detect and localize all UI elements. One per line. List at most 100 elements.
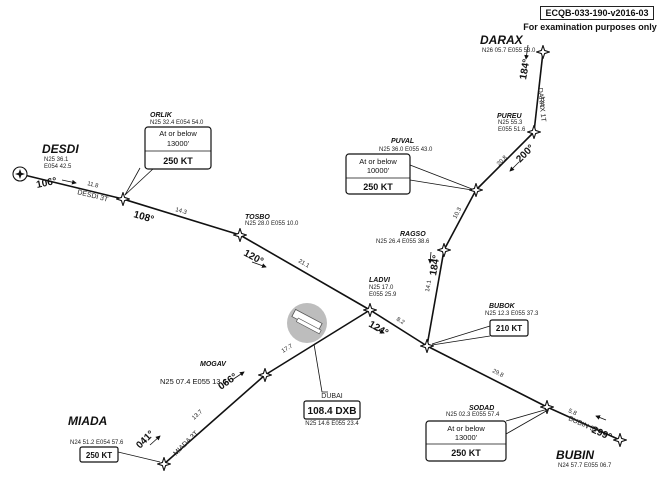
mogav-coord: N25 07.4 E055 13.6	[160, 377, 227, 386]
sodad-coord: N25 02.3 E055 57.4	[446, 412, 500, 418]
orlik-speed: 250 KT	[163, 156, 193, 166]
pureu-coord-2: E055 51.6	[498, 127, 526, 133]
dist-darax-pureu: 14.4	[540, 95, 547, 108]
constraint-miada: 250 KT	[79, 446, 161, 463]
bubin-name: BUBIN	[556, 448, 594, 462]
waypoint-ragso	[437, 243, 451, 257]
course-ladvi-bubok: 124°	[367, 319, 390, 339]
dist-desdi-orlik: 11.8	[87, 181, 100, 190]
course-pureu-puval: 200°	[514, 143, 536, 165]
route-puval-ragso	[443, 189, 477, 251]
course-ragso-bubok: 184°	[428, 254, 442, 276]
runway-icon-2	[295, 317, 322, 335]
course-desdi: 106°	[35, 176, 58, 191]
route-ragso-bubok	[426, 249, 445, 347]
dist-orlik-tosbo: 14.3	[174, 207, 188, 216]
route-sodad-bubin	[546, 406, 621, 441]
route-ladvi-bubok	[369, 309, 428, 347]
waypoint-tosbo	[233, 228, 247, 242]
proc-miada: MIADA 3T	[172, 429, 200, 457]
route-bubok-sodad	[426, 345, 548, 408]
miada-name: MIADA	[68, 414, 107, 428]
waypoint-bubok	[420, 339, 434, 353]
arrow-ladvi	[372, 327, 385, 334]
mogav-name: MOGAV	[200, 361, 227, 368]
ragso-coord: N25 26.4 E055 38.6	[376, 239, 430, 245]
course-darax-pureu: 184°	[518, 58, 532, 80]
course-mogav-ladvi: 066°	[216, 372, 239, 393]
waypoint-symbols	[116, 45, 627, 471]
waypoint-orlik	[116, 192, 130, 206]
bubok-name: BUBOK	[489, 303, 516, 310]
tosbo-coord: N25 28.0 E055 10.0	[245, 221, 299, 227]
arrow-desdi	[61, 179, 77, 185]
dist-mogav-ladvi: 17.7	[281, 343, 295, 355]
constraint-orlik: At or below 13000' 250 KT	[124, 126, 212, 196]
arrow-bubin	[595, 415, 607, 421]
course-tosbo-ladvi: 120°	[242, 248, 265, 267]
pureu-name: PUREU	[497, 113, 522, 120]
course-orlik-tosbo: 108°	[132, 209, 155, 225]
route-tosbo-ladvi	[239, 234, 371, 311]
dist-pureu-puval: 20.8	[496, 154, 509, 167]
desdi-vor-symbol	[12, 166, 28, 182]
desdi-name: DESDI	[42, 142, 79, 156]
vor-freq-box	[303, 400, 361, 420]
sodad-name: SODAD	[469, 405, 494, 412]
waypoint-bubin	[613, 433, 627, 447]
miada-speed: 250 KT	[86, 451, 112, 460]
proc-darax: DARAX 1T	[536, 87, 547, 122]
arrow-miada	[149, 435, 161, 446]
dist-miada-mogav: 13.7	[191, 409, 204, 422]
dist-bubok-sodad: 29.8	[491, 368, 505, 379]
vor-coord: N25 14.6 E055 23.4	[305, 421, 359, 427]
arrow-darax	[524, 44, 529, 60]
ragso-name: RAGSO	[400, 231, 426, 238]
exam-note: For examination purposes only	[523, 22, 657, 32]
constraint-bubok: 210 KT	[431, 319, 529, 346]
bubok-coord: N25 12.3 E055 37.3	[485, 311, 539, 317]
darax-name: DARAX	[480, 33, 524, 47]
pureu-coord-1: N25 55.3	[498, 120, 523, 126]
route-miada-mogav	[163, 374, 266, 465]
orlik-alt-1: At or below	[159, 129, 197, 138]
arrow-mogav	[231, 371, 245, 381]
constraint-puval: At or below 10000' 250 KT	[345, 153, 473, 195]
route-orlik-tosbo	[122, 198, 241, 236]
segment-distances: 11.8 14.3 21.1 8.2 17.7 13.7 14.4 20.8 1…	[87, 95, 578, 421]
puval-alt-2: 10000'	[367, 166, 390, 175]
desdi-coord-1: N25 36.1	[44, 157, 69, 163]
route-mogav-ladvi	[264, 309, 371, 376]
arrow-pureu	[509, 161, 520, 172]
ladvi-coord-1: N25 17.0	[369, 285, 394, 291]
route-pureu-puval	[475, 131, 535, 191]
dist-ladvi-bubok: 8.2	[395, 317, 406, 327]
tosbo-name: TOSBO	[245, 214, 270, 221]
dubai-vor: DUBAI 108.4 DXB N25 14.6 E055 23.4	[287, 303, 361, 427]
vor-leader	[313, 343, 328, 393]
orlik-name: ORLIK	[150, 112, 173, 119]
miada-coord: N24 51.2 E054 57.6	[70, 440, 124, 446]
dist-puval-ragso: 10.3	[452, 206, 463, 220]
route-desdi-orlik	[19, 173, 124, 200]
dist-tosbo-ladvi: 21.1	[297, 259, 311, 270]
dist-sodad-bubin: 5.8	[567, 408, 578, 417]
constraint-sodad: At or below 13000' 250 KT	[425, 408, 549, 462]
vor-freq: 108.4 DXB	[308, 406, 357, 417]
direction-arrows	[61, 44, 607, 446]
bubok-speed: 210 KT	[496, 324, 522, 333]
desdi-coord-2: E054 42.5	[44, 164, 72, 170]
document-id: ECQB-033-190-v2016-03	[540, 6, 654, 20]
arrow-ragso	[427, 251, 433, 264]
arrow-tosbo	[251, 261, 267, 268]
puval-alt-1: At or below	[359, 157, 397, 166]
waypoint-labels: DESDI N25 36.1 E054 42.5 ORLIK N25 32.4 …	[42, 33, 612, 469]
ladvi-name: LADVI	[369, 277, 391, 284]
dist-ragso-bubok: 14.1	[425, 279, 433, 292]
waypoint-darax	[536, 45, 550, 59]
puval-coord: N25 36.0 E055 43.0	[379, 147, 433, 153]
route-lines	[19, 51, 621, 465]
ladvi-coord-2: E055 25.9	[369, 292, 397, 298]
waypoint-sodad	[540, 400, 554, 414]
